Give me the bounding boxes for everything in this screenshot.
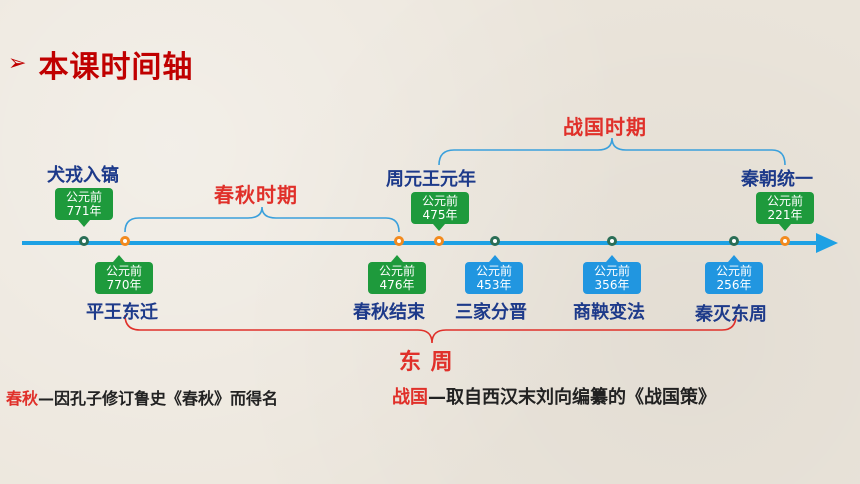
event-label-shangyang: 商鞅变法 [573,302,645,323]
timeline-axis [22,241,818,245]
period-dongzhou-label: 东 周 [399,350,454,375]
note-zhanguo-term: 战国 [392,387,428,408]
badge-pointer-icon [78,220,90,227]
event-label-pingwang: 平王东迁 [86,302,158,323]
event-label-sanjia: 三家分晋 [455,302,527,323]
badge-pointer-icon [433,224,445,231]
badge-pointer-icon [391,255,403,262]
note-zhanguo-text: —取自西汉末刘向编纂的《战国策》 [428,387,716,408]
note-chunqiu-term: 春秋 [6,389,39,408]
page-title: ➢ 本课时间轴 [8,44,194,85]
event-label-qinmie: 秦灭东周 [695,304,767,325]
timeline-node-256 [729,236,739,246]
badge-pointer-icon [113,255,125,262]
note-chunqiu-text: —因孔子修订鲁史《春秋》而得名 [38,389,279,408]
timeline-node-771 [79,236,89,246]
event-label-zhouyuanwang: 周元王元年 [386,169,476,190]
event-label-qin-unify: 秦朝统一 [741,169,813,190]
event-label-chunqiu-end: 春秋结束 [353,302,425,323]
note-zhanguo: 战国—取自西汉末刘向编纂的《战国策》 [392,383,716,409]
zhanguo-bracket [438,137,786,166]
period-zhanguo-label: 战国时期 [563,115,647,139]
badge-pointer-icon [489,255,501,262]
badge-pointer-icon [606,255,618,262]
timeline-node-453 [490,236,500,246]
badge-pointer-icon [779,224,791,231]
timeline-node-770 [120,236,130,246]
note-chunqiu: 春秋—因孔子修订鲁史《春秋》而得名 [6,385,278,409]
badge-pointer-icon [728,255,740,262]
period-chunqiu-label: 春秋时期 [214,183,298,207]
timeline-arrow-head-icon [816,233,838,253]
event-label-quanrong: 犬戎入镐 [47,165,119,186]
timeline-node-475 [434,236,444,246]
page-title-text: 本课时间轴 [38,50,194,85]
timeline-node-476 [394,236,404,246]
timeline-node-221 [780,236,790,246]
timeline-node-356 [607,236,617,246]
chunqiu-bracket [124,206,400,233]
dongzhou-bracket [124,314,737,344]
arrow-bullet-icon: ➢ [8,51,27,76]
